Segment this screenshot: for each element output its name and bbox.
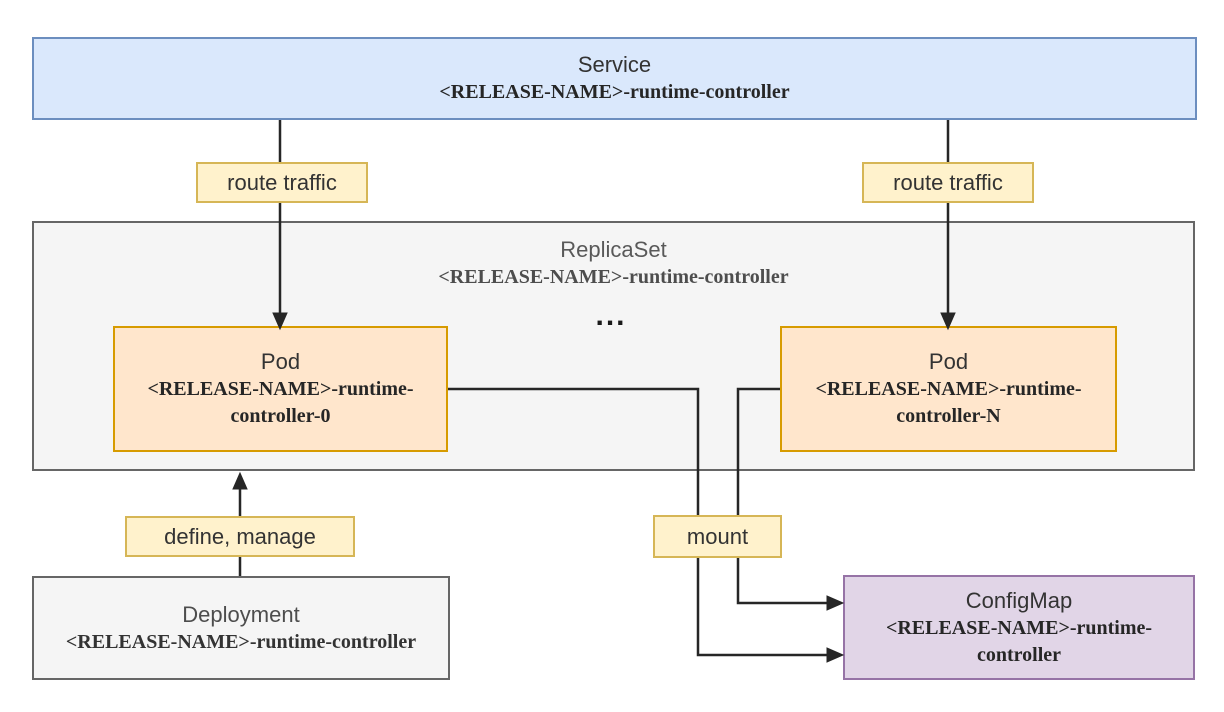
configmap-name: <RELEASE-NAME>-runtime-controller <box>885 616 1153 666</box>
edge-label-define-manage: define, manage <box>125 516 355 557</box>
configmap-title: ConfigMap <box>965 587 1073 613</box>
pod-n-name: <RELEASE-NAME>-runtime-controller-N <box>815 378 1082 427</box>
pod-n-node: Pod <RELEASE-NAME>-runtime-controller-N <box>780 326 1117 452</box>
service-node: Service <RELEASE-NAME>-runtime-controlle… <box>32 37 1197 120</box>
replicaset-title: ReplicaSet <box>560 237 667 262</box>
deployment-title: Deployment <box>182 601 300 627</box>
edge-label-mount: mount <box>653 515 782 558</box>
service-title: Service <box>577 52 652 77</box>
configmap-node: ConfigMap <RELEASE-NAME>-runtime-control… <box>843 575 1195 680</box>
deployment-name: <RELEASE-NAME>-runtime-controller <box>65 630 417 653</box>
pod-0-name: <RELEASE-NAME>-runtime-controller-0 <box>147 378 414 427</box>
pod-0-title: Pod <box>260 349 301 374</box>
deployment-node: Deployment <RELEASE-NAME>-runtime-contro… <box>32 576 450 680</box>
service-name: <RELEASE-NAME>-runtime-controller <box>439 81 790 103</box>
edge-label-route-traffic-right: route traffic <box>862 162 1034 203</box>
pod-n-title: Pod <box>928 349 969 374</box>
edge-label-route-traffic-left: route traffic <box>196 162 368 203</box>
pod-0-node: Pod <RELEASE-NAME>-runtime-controller-0 <box>113 326 448 452</box>
replicaset-name: <RELEASE-NAME>-runtime-controller <box>438 266 789 288</box>
pods-ellipsis: ... <box>595 299 627 332</box>
